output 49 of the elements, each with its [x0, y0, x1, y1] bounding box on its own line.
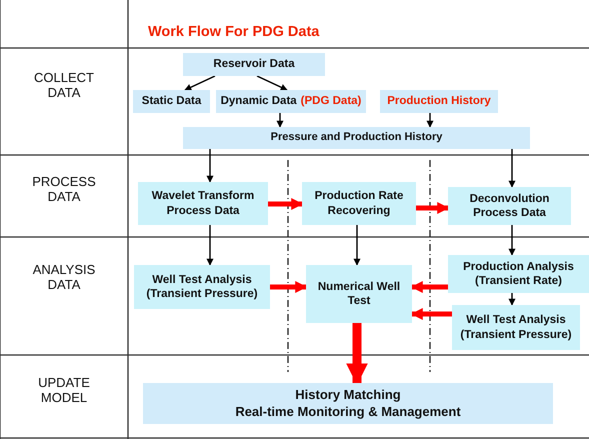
box-label: Real-time Monitoring & Management: [235, 404, 461, 420]
box-label: (PDG Data): [300, 94, 362, 109]
arrow: [256, 75, 288, 91]
process-box: [133, 90, 210, 113]
process-box: [216, 90, 366, 113]
lane-label: PROCESS DATA: [31, 174, 97, 204]
process-box: [183, 127, 530, 149]
process-box: [380, 90, 498, 113]
arrow: [268, 198, 304, 210]
diagram-title: Work Flow For PDG Data: [148, 24, 320, 40]
process-box: [306, 265, 412, 323]
arrow: [508, 149, 516, 188]
box-label: Static Data: [142, 94, 202, 109]
box-label: Well Test Analysis (Transient Pressure): [459, 313, 573, 342]
box-label: Production Analysis (Transient Rate): [462, 260, 575, 288]
box-label: Dynamic Data: [220, 94, 297, 109]
process-box: [138, 182, 268, 225]
arrow: [206, 225, 214, 266]
arrow: [410, 308, 452, 320]
arrow: [184, 75, 216, 91]
process-box: [448, 255, 589, 293]
arrow: [346, 323, 368, 386]
arrow: [354, 225, 360, 266]
arrow: [416, 202, 450, 214]
lane-label: UPDATE MODEL: [37, 375, 91, 405]
arrow: [410, 281, 448, 293]
box-label: Reservoir Data: [213, 57, 295, 72]
box-label: History Matching: [295, 387, 401, 404]
lane-label: COLLECT DATA: [33, 70, 95, 100]
box-label: Production Rate Recovering: [314, 189, 404, 218]
arrow: [508, 293, 516, 306]
process-box: [134, 265, 270, 309]
box-label: Numerical Well Test: [316, 280, 402, 308]
arrow: [206, 149, 214, 183]
box-label: Deconvolution Process Data: [468, 192, 550, 220]
process-box: [452, 305, 580, 350]
box-label: Production History: [387, 94, 491, 109]
box-label: Well Test Analysis (Transient Pressure): [145, 272, 259, 302]
process-box: [302, 182, 416, 225]
process-box: [448, 187, 571, 225]
process-box: [143, 383, 553, 424]
lane-label: ANALYSIS DATA: [32, 262, 96, 292]
process-box: [183, 53, 325, 76]
arrow: [270, 281, 308, 293]
arrow: [508, 225, 516, 256]
box-label: Pressure and Production History: [270, 131, 442, 145]
arrow: [426, 113, 434, 128]
arrow: [276, 113, 284, 128]
box-label: Wavelet Transform Process Data: [150, 189, 256, 218]
